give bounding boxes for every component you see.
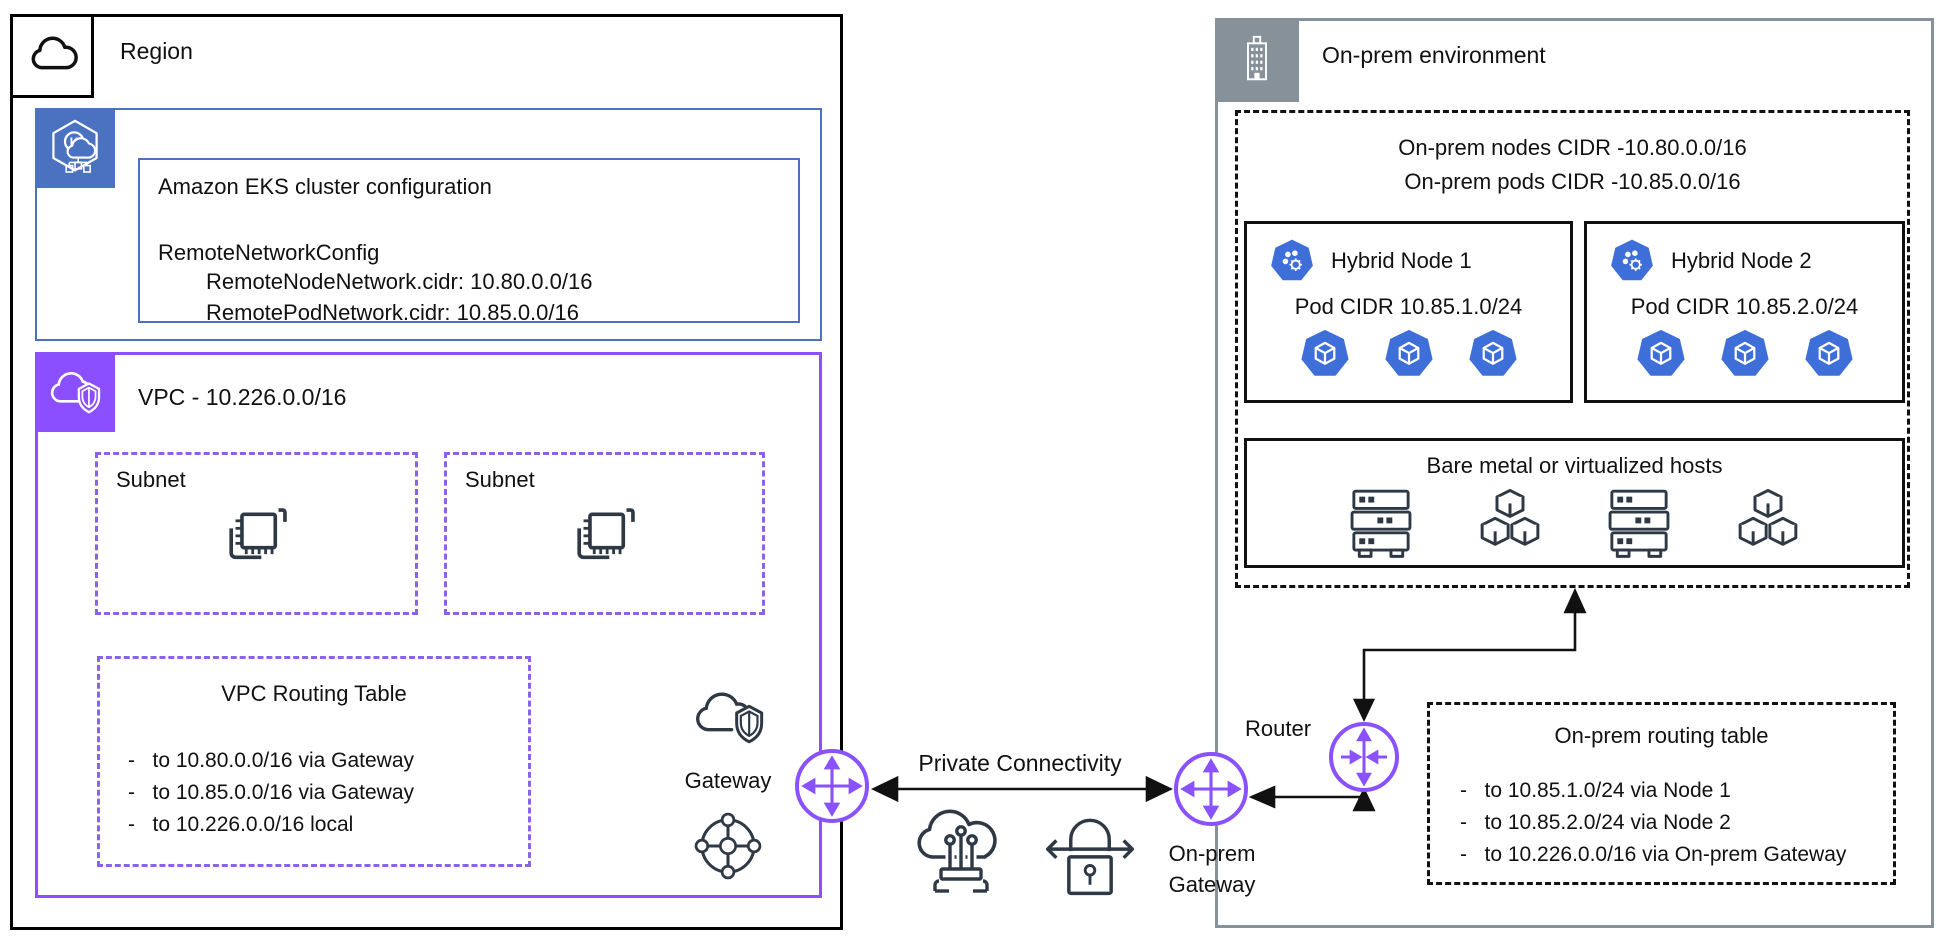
subnet-chip-icon — [214, 495, 300, 581]
cloud-icon — [31, 36, 78, 70]
subnet-box-1: Subnet — [95, 452, 418, 615]
onprem-pods-cidr: On-prem pods CIDR -10.85.0.0/16 — [1404, 169, 1741, 194]
gateway-label: Gateway — [684, 768, 772, 793]
eks-config-line: RemoteNetworkConfig — [158, 240, 380, 265]
subnet-label: Subnet — [465, 467, 535, 492]
route-entry: - to 10.85.2.0/24 via Node 2 — [1460, 811, 1731, 834]
direct-connect-icon — [917, 809, 997, 893]
onprem-routing-table: On-prem routing table - to 10.85.1.0/24 … — [1427, 702, 1896, 885]
vpc-routing-table: VPC Routing Table - to 10.80.0.0/16 via … — [97, 656, 531, 867]
onprem-building-icon — [1215, 18, 1299, 102]
kubernetes-node-icon — [1609, 238, 1655, 284]
pod-icon — [1383, 328, 1435, 380]
route-entry: - to 10.226.0.0/16 via On-prem Gateway — [1460, 843, 1847, 866]
hosts-box: Bare metal or virtualized hosts — [1244, 438, 1905, 568]
kubernetes-node-icon — [1269, 238, 1315, 284]
pod-icon — [1803, 328, 1855, 380]
pod-icon — [1719, 328, 1771, 380]
subnet-box-2: Subnet — [444, 452, 765, 615]
vpc-title: VPC - 10.226.0.0/16 — [138, 384, 347, 410]
vpn-lock-icon — [1045, 818, 1135, 896]
subnet-label: Subnet — [116, 467, 186, 492]
hybrid-node-title: Hybrid Node 2 — [1671, 248, 1812, 273]
router-icon — [1329, 722, 1399, 792]
pod-cidr-label: Pod CIDR 10.85.1.0/24 — [1294, 294, 1523, 319]
region-box — [10, 14, 843, 930]
gateway-hub-icon — [692, 810, 764, 882]
onprem-routing-title: On-prem routing table — [1554, 723, 1769, 748]
vpc-icon — [35, 352, 115, 432]
cubes-icon — [1471, 483, 1549, 561]
region-corner-box — [10, 14, 94, 98]
pod-icon — [1299, 328, 1351, 380]
hybrid-node-1-box: Hybrid Node 1 Pod CIDR 10.85.1.0/24 — [1244, 221, 1573, 403]
eks-icon: K — [35, 108, 115, 188]
pod-cidr-label: Pod CIDR 10.85.2.0/24 — [1630, 294, 1859, 319]
pod-icon — [1635, 328, 1687, 380]
route-entry: - to 10.85.0.0/16 via Gateway — [128, 781, 415, 804]
onprem-gateway-label: On-prem Gateway — [1168, 841, 1256, 897]
vpc-routing-title: VPC Routing Table — [221, 681, 407, 706]
hybrid-node-2-box: Hybrid Node 2 Pod CIDR 10.85.2.0/24 — [1584, 221, 1905, 403]
eks-config-title: Amazon EKS cluster configuration — [158, 174, 492, 199]
private-connectivity-label: Private Connectivity — [918, 750, 1122, 776]
router-label: Router — [1245, 716, 1312, 741]
eks-panel — [35, 108, 822, 341]
route-entry: - to 10.85.1.0/24 via Node 1 — [1460, 779, 1731, 802]
vpc-box — [35, 352, 822, 898]
onprem-title: On-prem environment — [1322, 42, 1546, 68]
onprem-cidr-box: On-prem nodes CIDR -10.80.0.0/16 On-prem… — [1235, 110, 1910, 588]
eks-config-line: RemotePodNetwork.cidr: 10.85.0.0/16 — [206, 300, 579, 325]
pod-icon — [1467, 328, 1519, 380]
route-entry: - to 10.80.0.0/16 via Gateway — [128, 749, 415, 772]
onprem-gateway-icon — [1174, 752, 1248, 826]
vpc-gateway-icon — [795, 749, 869, 823]
route-entry: - to 10.226.0.0/16 local — [128, 813, 354, 836]
subnet-chip-icon — [562, 495, 648, 581]
cubes-icon — [1729, 483, 1807, 561]
server-rack-icon — [1343, 484, 1419, 560]
onprem-box — [1215, 18, 1934, 928]
region-title: Region — [120, 38, 193, 64]
gateway-cloud-shield-icon — [688, 678, 772, 748]
eks-config-box: Amazon EKS cluster configuration RemoteN… — [138, 158, 800, 325]
eks-config-line: RemoteNodeNetwork.cidr: 10.80.0.0/16 — [206, 269, 593, 294]
hosts-title: Bare metal or virtualized hosts — [1426, 453, 1723, 478]
hybrid-node-title: Hybrid Node 1 — [1331, 248, 1472, 273]
onprem-nodes-cidr: On-prem nodes CIDR -10.80.0.0/16 — [1398, 135, 1747, 160]
server-rack-icon — [1601, 484, 1677, 560]
